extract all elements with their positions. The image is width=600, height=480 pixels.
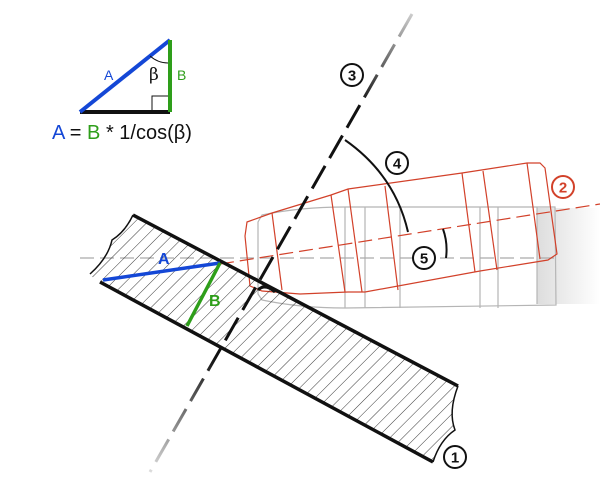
- callout-2: 2: [551, 175, 575, 199]
- angle-arc-4: [344, 139, 409, 233]
- triangle-label-a: A: [104, 67, 114, 83]
- callout-5: 5: [412, 246, 436, 270]
- plate-line-a: [102, 261, 221, 282]
- callout-5-text: 5: [420, 251, 428, 268]
- callout-3-text: 3: [348, 68, 356, 85]
- plate-label-a: A: [158, 251, 170, 268]
- triangle-hypotenuse-a: [78, 38, 172, 114]
- callout-3: 3: [340, 63, 364, 87]
- formula: A = B * 1/cos(β): [52, 122, 192, 144]
- callout-2-text: 2: [559, 180, 567, 197]
- normal-line-dashed: [148, 13, 414, 473]
- formula-a: A: [52, 122, 66, 144]
- hatched-plate: [89, 213, 459, 464]
- formula-rest: * 1/cos(β): [100, 122, 192, 144]
- formula-eq: =: [64, 122, 87, 144]
- callout-1: 1: [443, 445, 467, 469]
- right-angle-mark: [151, 95, 168, 112]
- plate-line-b: [185, 262, 222, 327]
- triangle-label-b: B: [177, 67, 186, 83]
- triangle-label-beta: β: [149, 65, 159, 85]
- callout-4-text: 4: [393, 156, 402, 173]
- reference-bullet-outline: [80, 206, 600, 309]
- triangle-inset: A B β A = B * 1/cos(β): [52, 38, 192, 144]
- callout-1-text: 1: [451, 450, 459, 467]
- formula-b: B: [87, 122, 100, 144]
- callout-4: 4: [385, 151, 409, 175]
- beta-arc: [149, 55, 169, 64]
- angle-arc-5: [442, 228, 448, 259]
- plate-label-b: B: [209, 293, 221, 310]
